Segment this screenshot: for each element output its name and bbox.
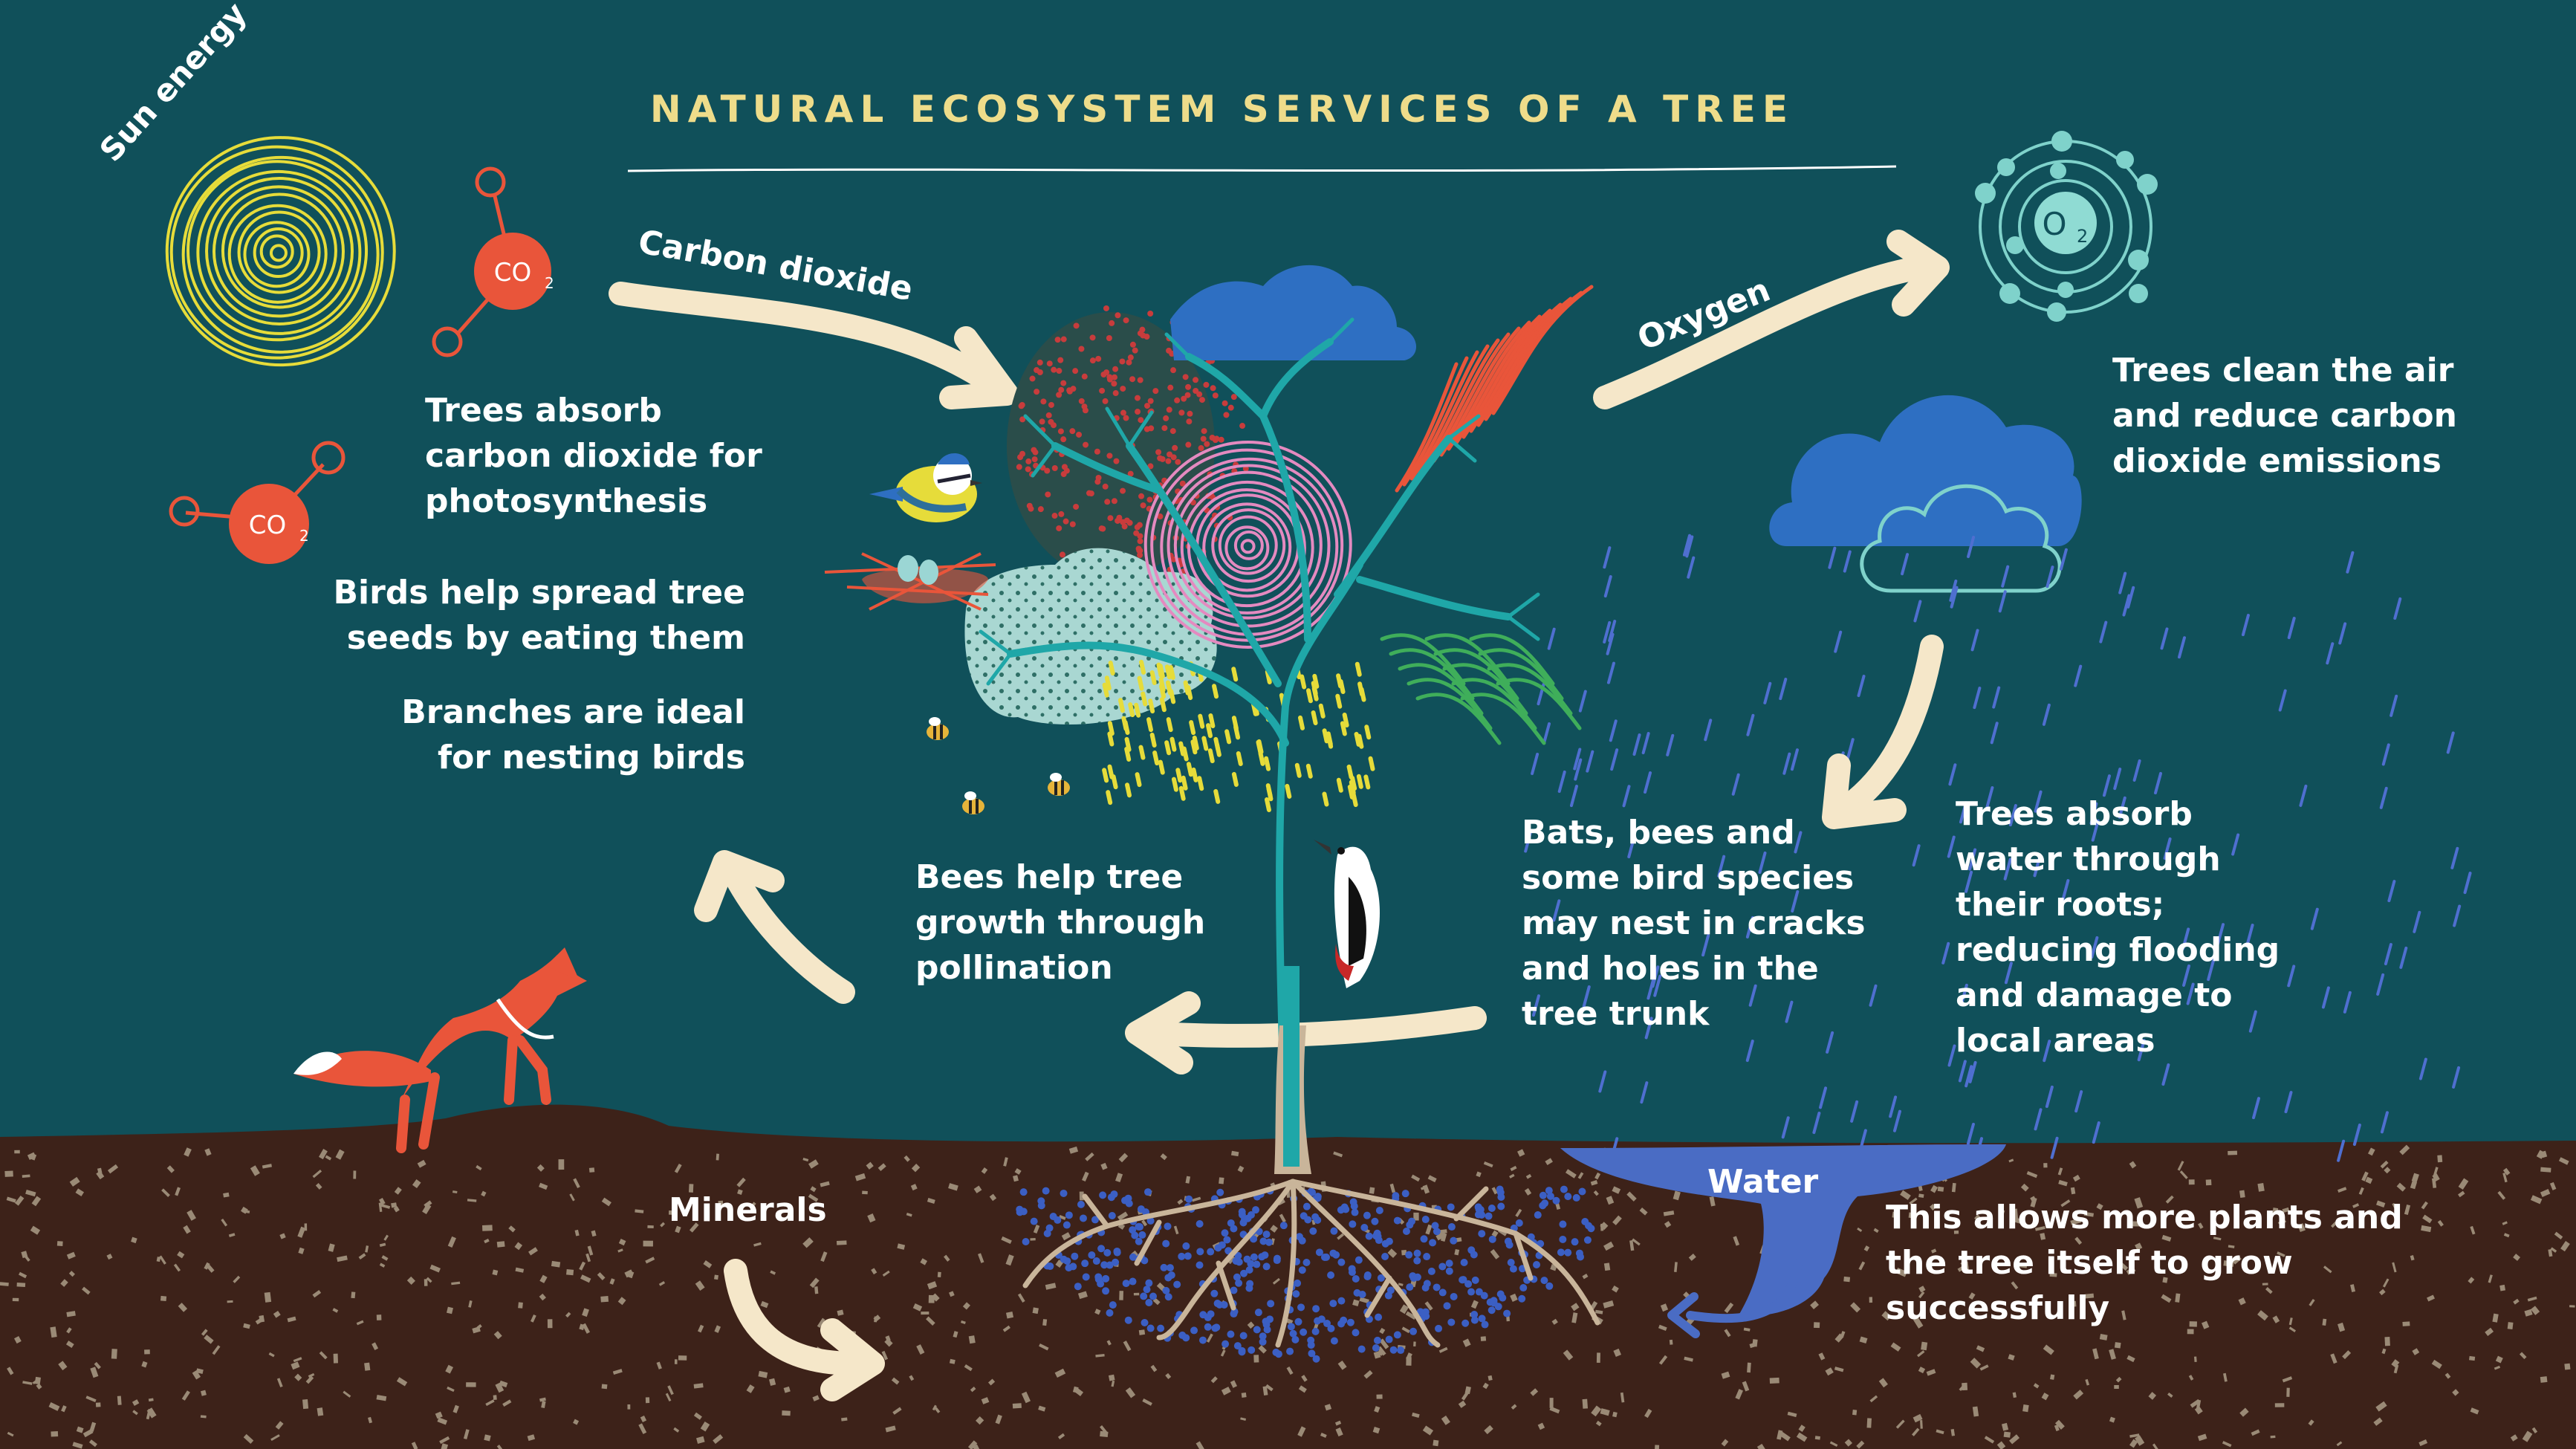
clean-air-text: Trees clean the air and reduce carbon di… <box>2112 348 2457 484</box>
o2-sub: 2 <box>2077 226 2088 247</box>
text-line: Trees absorb <box>425 392 662 429</box>
page-title: NATURAL ECOSYSTEM SERVICES OF A TREE <box>649 88 1795 131</box>
text-line: seeds by eating them <box>346 619 745 657</box>
nest-icon <box>824 552 996 611</box>
text-line: Branches are ideal <box>401 693 745 731</box>
co2-molecule-icon: CO 2 <box>432 166 554 357</box>
bird-icon <box>869 453 982 522</box>
text-line: pollination <box>915 949 1113 987</box>
co2-sub-top: 2 <box>545 274 554 292</box>
text-line: photosynthesis <box>425 482 708 520</box>
text-line: may nest in cracks <box>1522 904 1866 942</box>
o2-label: O <box>2042 206 2066 242</box>
text-line: Bats, bees and <box>1522 814 1795 852</box>
text-line: Birds help spread tree <box>333 574 745 612</box>
water-label: Water <box>1707 1163 1819 1201</box>
sun-icon <box>165 136 396 367</box>
text-line: Trees clean the air <box>2112 351 2454 389</box>
text-line: their roots; <box>1956 886 2165 924</box>
minerals-label: Minerals <box>669 1191 827 1229</box>
text-line: and holes in the <box>1522 950 1819 988</box>
tree-icon <box>964 265 1594 1174</box>
text-line: some bird species <box>1522 859 1855 897</box>
text-line: local areas <box>1956 1022 2155 1060</box>
bees-text: Bees help tree growth through pollinatio… <box>915 855 1205 991</box>
cloud-icon <box>1769 395 2082 593</box>
soil <box>0 1104 2576 1449</box>
birds-seeds-text: Birds help spread tree seeds by eating t… <box>327 570 745 661</box>
text-line: carbon dioxide for <box>425 437 762 475</box>
bats-text: Bats, bees and some bird species may nes… <box>1522 810 1866 1037</box>
woodpecker-icon <box>1314 840 1380 988</box>
text-line: for nesting birds <box>438 739 745 777</box>
co2-label-top: CO <box>494 258 532 288</box>
bee-icon <box>927 717 1070 814</box>
text-line: and damage to <box>1956 976 2233 1014</box>
absorb-water-text: Trees absorb water through their roots; … <box>1956 791 2280 1063</box>
fox-icon <box>293 947 587 1153</box>
co2-molecule-icon: CO 2 <box>169 441 345 564</box>
branches-text: Branches are ideal for nesting birds <box>372 690 745 780</box>
text-line: Bees help tree <box>915 858 1184 896</box>
cycle-arrows <box>609 230 1950 1401</box>
text-line: Trees absorb <box>1956 795 2193 833</box>
rain-icon <box>1524 534 2472 1162</box>
absorb-co2-text: Trees absorb carbon dioxide for photosyn… <box>425 388 762 524</box>
text-line: This allows more plants and <box>1886 1199 2403 1236</box>
text-line: dioxide emissions <box>2112 442 2442 480</box>
plants-grow-text: This allows more plants and the tree its… <box>1886 1195 2403 1331</box>
water-icon <box>1560 1144 2006 1338</box>
roots-icon <box>1016 1179 1600 1363</box>
text-line: and reduce carbon <box>2112 397 2457 435</box>
text-line: the tree itself to grow <box>1886 1244 2293 1282</box>
text-line: successfully <box>1886 1289 2110 1327</box>
text-line: growth through <box>915 904 1206 941</box>
text-line: water through <box>1956 840 2221 878</box>
co2-sub-bottom: 2 <box>299 527 309 545</box>
text-line: tree trunk <box>1522 995 1710 1033</box>
text-line: reducing flooding <box>1956 931 2280 969</box>
co2-label-bottom: CO <box>249 510 287 540</box>
o2-atom-icon: O 2 <box>1975 131 2158 322</box>
title-underline <box>627 165 1897 172</box>
